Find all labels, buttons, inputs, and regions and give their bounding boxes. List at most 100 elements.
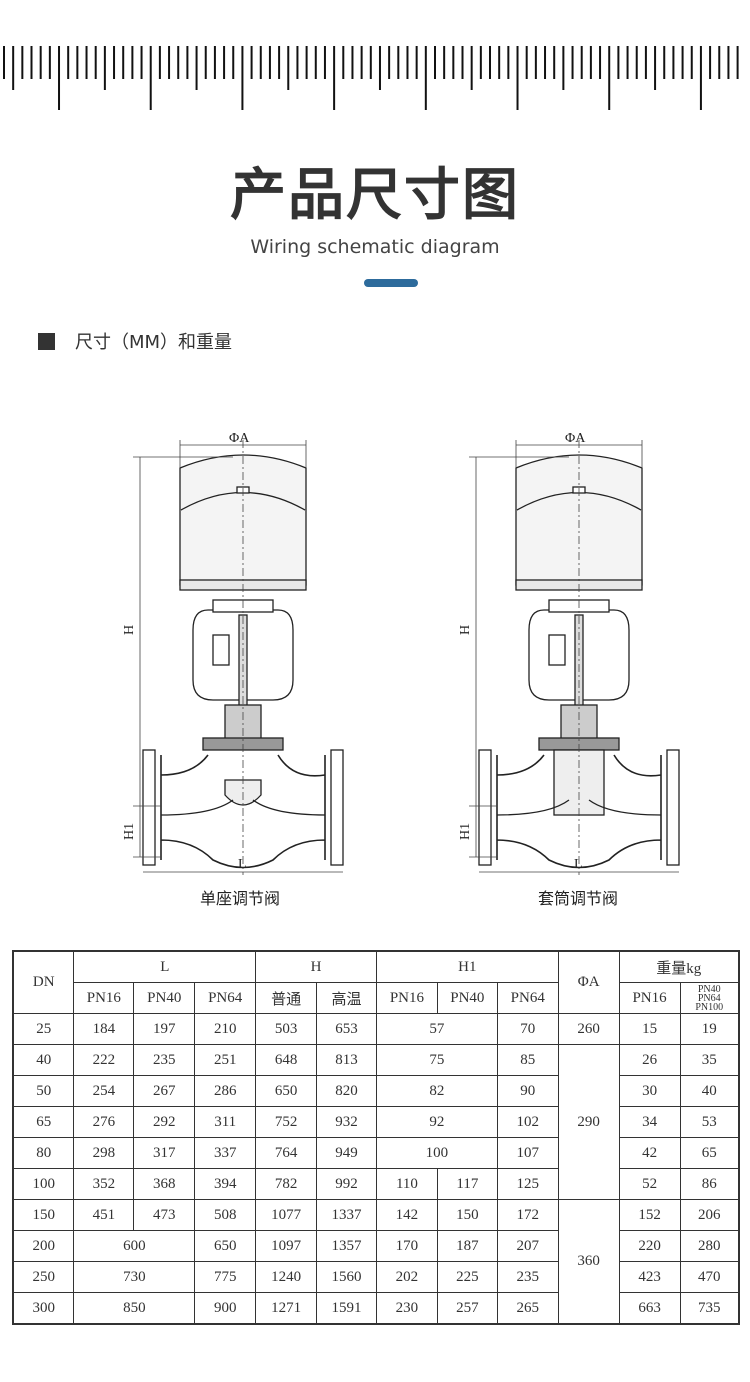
label-phiA: ΦA: [565, 431, 586, 446]
table-cell: 1077: [255, 1199, 318, 1231]
section-label: 尺寸（MM）和重量: [75, 332, 233, 353]
table-cell: 220: [618, 1230, 681, 1262]
diagram-caption-sleeve: 套筒调节阀: [538, 889, 619, 908]
table-cell: 250: [12, 1261, 75, 1293]
table-cell: 1337: [316, 1199, 377, 1231]
subheader-cell: 高温: [316, 982, 377, 1014]
table-cell: 775: [194, 1261, 257, 1293]
table-cell: 653: [316, 1013, 377, 1045]
table-cell: 265: [496, 1292, 559, 1325]
label-H1: H1: [458, 823, 473, 840]
table-cell: 150: [436, 1199, 498, 1231]
right-flange: [330, 749, 344, 866]
right-flange: [666, 749, 680, 866]
table-cell: 650: [194, 1230, 257, 1262]
table-cell: 650: [255, 1075, 318, 1107]
table-cell: 50: [12, 1075, 75, 1107]
subheader-cell: PN40: [133, 982, 196, 1014]
table-cell: 508: [194, 1199, 257, 1231]
label-H: H: [458, 625, 473, 635]
table-cell: 40: [679, 1075, 740, 1107]
table-cell: 932: [316, 1106, 377, 1138]
table-cell: 92: [375, 1106, 498, 1138]
subheader-cell: PN64: [496, 982, 559, 1014]
table-cell: 298: [73, 1137, 135, 1169]
table-cell: 142: [375, 1199, 438, 1231]
table-cell: 292: [133, 1106, 196, 1138]
table-cell: 202: [375, 1261, 438, 1293]
table-cell: 257: [436, 1292, 498, 1325]
table-cell: 86: [679, 1168, 740, 1200]
table-cell: 30: [618, 1075, 681, 1107]
yoke: [192, 609, 294, 701]
header-weight: 重量kg: [618, 950, 740, 983]
table-cell: 34: [618, 1106, 681, 1138]
yoke: [528, 609, 630, 701]
header-dn: DN: [12, 950, 75, 1014]
table-cell: 42: [618, 1137, 681, 1169]
positioner: [548, 634, 566, 666]
table-cell: 210: [194, 1013, 257, 1045]
table-cell: 782: [255, 1168, 318, 1200]
seat-line: [160, 799, 326, 816]
section-heading: 尺寸（MM）和重量: [38, 328, 232, 354]
page-subtitle: Wiring schematic diagram: [250, 236, 500, 258]
table-cell: 254: [73, 1075, 135, 1107]
table-cell: 317: [133, 1137, 196, 1169]
square-bullet-icon: [38, 332, 55, 350]
table-cell: 470: [679, 1261, 740, 1293]
table-cell: 1240: [255, 1261, 318, 1293]
table-cell: 75: [375, 1044, 498, 1076]
label-H1: H1: [122, 823, 137, 840]
table-cell: 451: [73, 1199, 135, 1231]
table-cell: 35: [679, 1044, 740, 1076]
table-cell: 730: [73, 1261, 196, 1293]
table-cell: 850: [73, 1292, 196, 1325]
table-cell: 206: [679, 1199, 740, 1231]
subheader-cell: PN40: [436, 982, 498, 1014]
table-cell: 1357: [316, 1230, 377, 1262]
diagram-caption-single-seat: 单座调节阀: [200, 889, 281, 908]
table-cell: 1271: [255, 1292, 318, 1325]
table-cell: 1097: [255, 1230, 318, 1262]
label-L: L: [238, 857, 247, 872]
cell-phiA: 360: [557, 1199, 620, 1325]
label-L: L: [574, 857, 583, 872]
table-cell: 65: [12, 1106, 75, 1138]
table-cell: 152: [618, 1199, 681, 1231]
table-cell: 251: [194, 1044, 257, 1076]
table-cell: 600: [73, 1230, 196, 1262]
table-cell: 107: [496, 1137, 559, 1169]
header-phiA: ΦA: [557, 950, 620, 1014]
table-cell: 170: [375, 1230, 438, 1262]
table-cell: 503: [255, 1013, 318, 1045]
subheader-cell: PN64: [194, 982, 257, 1014]
subheader-cell: PN16: [375, 982, 438, 1014]
table-cell: 207: [496, 1230, 559, 1262]
subheader-cell: PN16: [73, 982, 135, 1014]
table-cell: 53: [679, 1106, 740, 1138]
table-cell: 992: [316, 1168, 377, 1200]
table-cell: 368: [133, 1168, 196, 1200]
table-cell: 352: [73, 1168, 135, 1200]
table-cell: 110: [375, 1168, 438, 1200]
table-cell: 19: [679, 1013, 740, 1045]
table-cell: 235: [133, 1044, 196, 1076]
table-cell: 949: [316, 1137, 377, 1169]
table-cell: 80: [12, 1137, 75, 1169]
table-cell: 276: [73, 1106, 135, 1138]
cell-phiA: 290: [557, 1044, 620, 1200]
valve-diagram-sleeve: ΦA H H1L: [458, 431, 680, 875]
subheader-cell: PN16: [618, 982, 681, 1014]
table-cell: 57: [375, 1013, 498, 1045]
